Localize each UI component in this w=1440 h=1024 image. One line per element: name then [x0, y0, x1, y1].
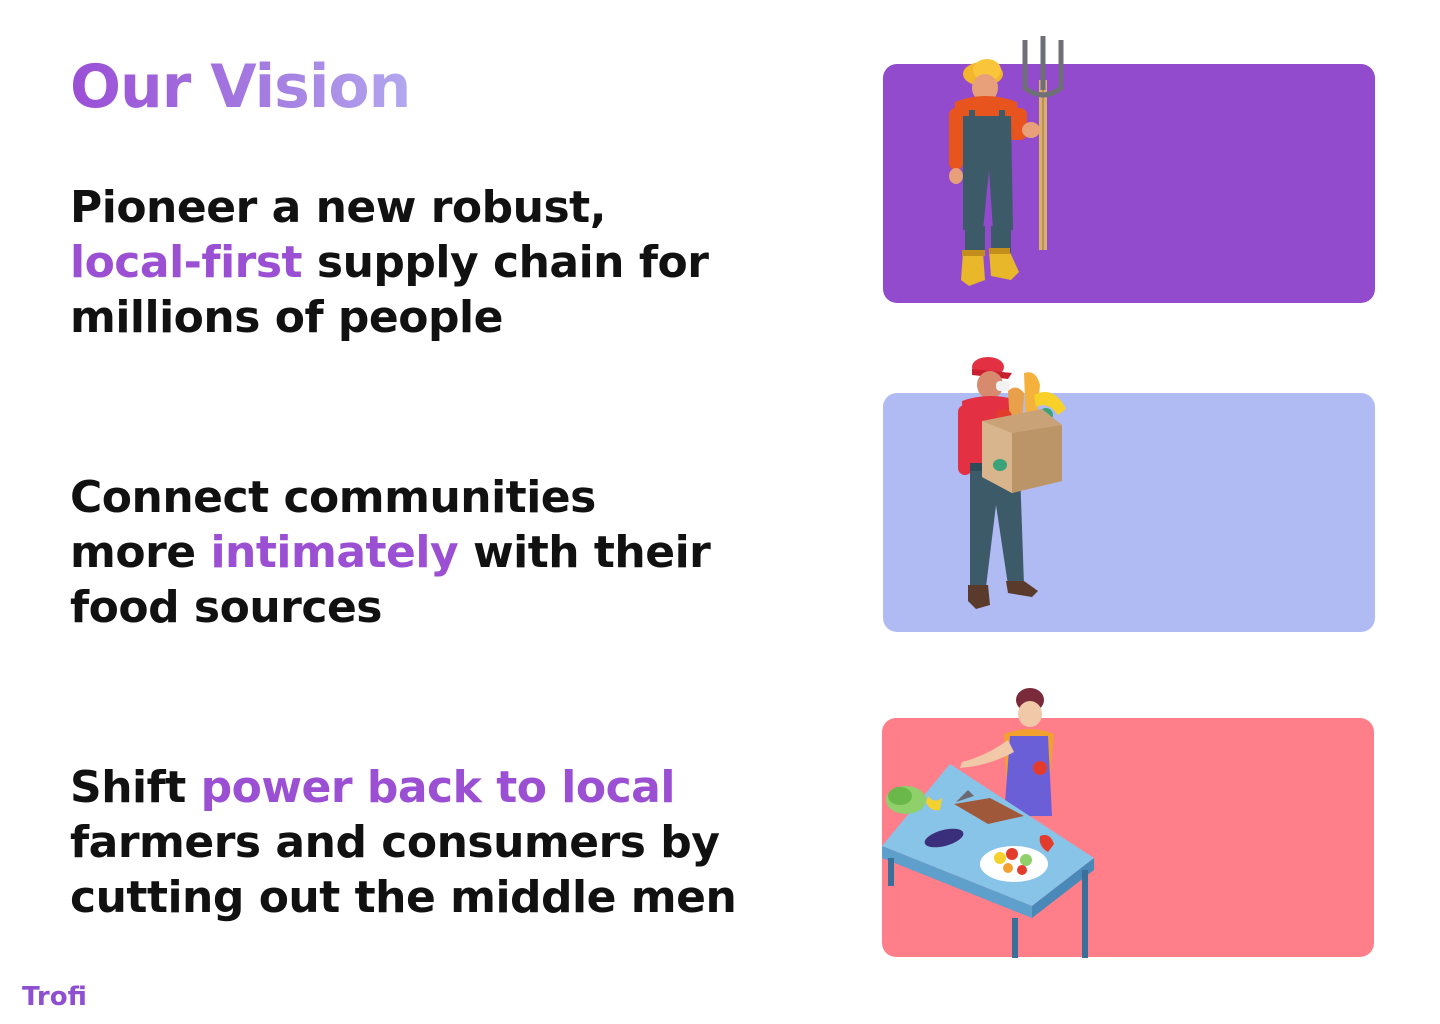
- vision-statement-2: Connect communities more intimately with…: [70, 470, 830, 635]
- statement-text: with their food sources: [70, 527, 711, 633]
- farmer-with-pitchfork-icon: [949, 36, 1064, 286]
- statement-text: Connect communities more: [70, 472, 596, 578]
- delivery-person-with-grocery-box-icon: [958, 357, 1066, 609]
- statement-text: farmers and consumers by cutting out the…: [70, 817, 737, 923]
- woman-preparing-salad-icon: [882, 688, 1094, 958]
- statement-highlight: local-first: [70, 237, 303, 288]
- statement-text: supply chain for millions of people: [70, 237, 709, 343]
- statement-text: Pioneer a new robust,: [70, 182, 606, 233]
- vision-statement-3: Shift power back to local farmers and co…: [70, 760, 830, 925]
- page-title: Our Vision: [70, 52, 411, 122]
- statement-text: Shift: [70, 762, 186, 813]
- brand-logo: Trofi: [22, 982, 87, 1012]
- statement-highlight: power back to local: [200, 762, 676, 813]
- statement-highlight: intimately: [210, 527, 459, 578]
- vision-statement-1: Pioneer a new robust,local-first supply …: [70, 180, 830, 345]
